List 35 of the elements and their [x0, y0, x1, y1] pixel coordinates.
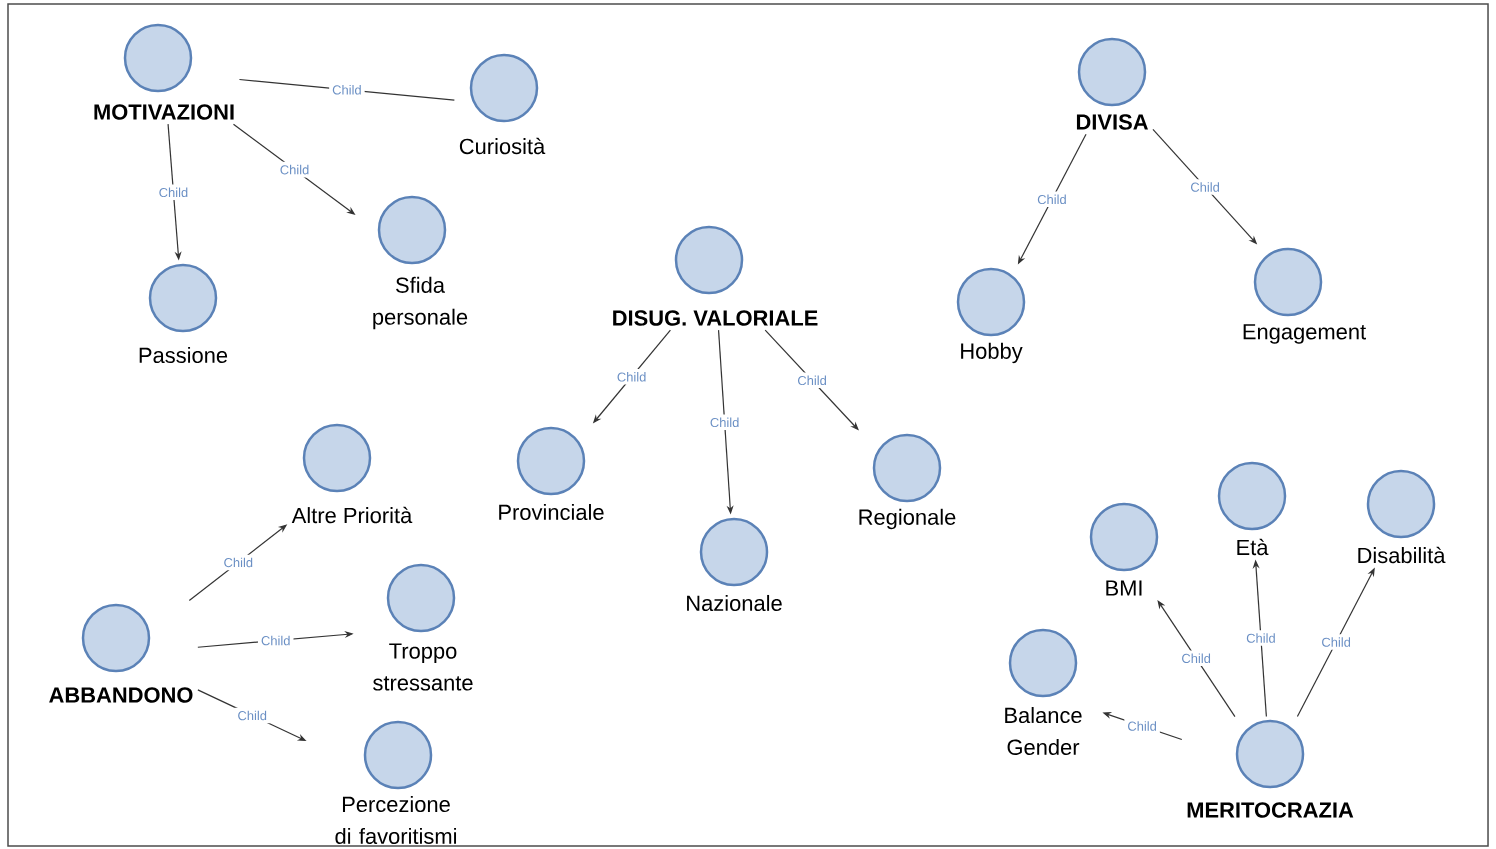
node-label: DISUG. VALORIALE [613, 310, 818, 326]
node-label: MERITOCRAZIA [1187, 802, 1354, 818]
node-label: DIVISA [1076, 114, 1148, 130]
edge-label: Child [1124, 718, 1160, 734]
node-label: Disabilità [1358, 546, 1446, 564]
edge-label: Child [234, 707, 270, 724]
edge-label: Child [794, 372, 830, 389]
node-label: Percezione di favoritismi [335, 796, 456, 844]
node-label: Altre Priorità [291, 506, 413, 524]
node-label: Provinciale [499, 503, 604, 521]
edge-label: Child [613, 369, 650, 385]
edge-label: Child [329, 82, 365, 98]
edge-label: Child [155, 184, 192, 201]
node-label: Curiosità [459, 137, 546, 155]
edge-label: Child [1318, 634, 1354, 650]
node-label: MOTIVAZIONI [94, 104, 234, 120]
edge-label: Child [1187, 179, 1223, 195]
node-label: Hobby [961, 342, 1023, 364]
edge-label: Child [1243, 630, 1279, 646]
node-label: Troppo stressante [373, 643, 473, 691]
node-label: ABBANDONO [49, 687, 193, 703]
edge-label: Child [1034, 191, 1070, 208]
edge-label: Child [706, 414, 743, 431]
node-label: Engagement [1243, 324, 1366, 344]
edge-label: Child [220, 554, 257, 571]
node-label: BMI [1106, 580, 1142, 596]
node-label: Età [1237, 538, 1269, 556]
edge-label: Child [257, 632, 294, 649]
node-label: Balance Gender [1005, 707, 1082, 755]
node-label: Regionale [859, 508, 956, 530]
edge-label: Child [1178, 650, 1214, 666]
node-label: Nazionale [687, 594, 782, 612]
node-label: Passione [139, 346, 228, 364]
node-label: Sfida personale [373, 276, 468, 330]
edge-label: Child [276, 161, 313, 178]
